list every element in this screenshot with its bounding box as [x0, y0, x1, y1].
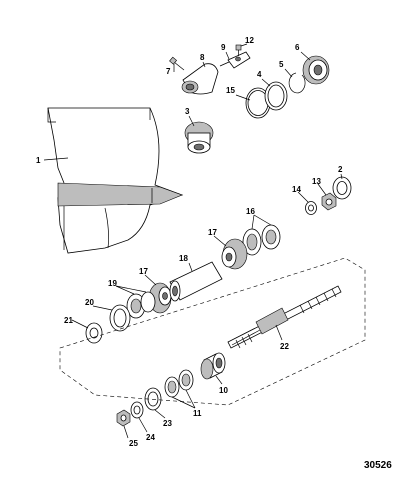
- callout-21: 21: [64, 316, 73, 325]
- callout-6: 6: [295, 43, 300, 52]
- callout-17-upper: 17: [208, 228, 217, 237]
- callout-12: 12: [245, 36, 254, 45]
- part-17-gear-upper: [221, 238, 248, 270]
- callout-20: 20: [85, 298, 94, 307]
- callout-labels: 1 2 3 4 5 6 7 8 9 10 11 12 13 14 15 16 1…: [36, 36, 343, 448]
- part-18-spacer: [169, 261, 223, 302]
- part-13-nut: [321, 192, 337, 211]
- part-14-washer: [305, 201, 317, 215]
- figure-number: 30526: [364, 460, 392, 471]
- gear-housing: [47, 107, 184, 254]
- part-22-prop-shaft: [227, 285, 342, 349]
- callout-16: 16: [246, 207, 255, 216]
- callout-5: 5: [279, 60, 284, 69]
- part-12-screw: [235, 44, 242, 56]
- callout-8: 8: [200, 53, 205, 62]
- part-8-shift-cam: [181, 63, 219, 95]
- assembly-group-outline: [59, 257, 366, 406]
- part-5-snap-ring: [288, 72, 306, 94]
- part-9-plate: [219, 51, 251, 69]
- callout-11: 11: [193, 409, 202, 418]
- part-24-washer: [130, 401, 144, 419]
- callout-18: 18: [179, 254, 188, 263]
- part-11-bearing: [164, 369, 194, 398]
- callout-3: 3: [185, 107, 190, 116]
- callout-23: 23: [163, 419, 172, 428]
- part-23-ring: [144, 387, 162, 411]
- callout-22: 22: [280, 342, 289, 351]
- part-10-bearing: [200, 352, 226, 380]
- callout-14: 14: [292, 185, 301, 194]
- callout-10: 10: [219, 386, 228, 395]
- callout-15: 15: [226, 86, 235, 95]
- callout-7: 7: [166, 67, 171, 76]
- callout-1: 1: [36, 156, 41, 165]
- leader-lines: [43, 43, 343, 439]
- callout-2: 2: [338, 165, 343, 174]
- part-2-ring: [332, 176, 352, 200]
- part-20-race: [109, 304, 131, 332]
- callout-9: 9: [221, 43, 226, 52]
- callout-17-lower: 17: [139, 267, 148, 276]
- part-6-nut: [302, 55, 330, 85]
- part-15-ring: [245, 87, 271, 119]
- part-19-bearing: [126, 291, 156, 319]
- part-3-carrier: [184, 121, 214, 154]
- part-7-screw: [169, 56, 185, 71]
- part-21-washer: [85, 322, 103, 344]
- callout-25: 25: [129, 439, 138, 448]
- callout-24: 24: [146, 433, 155, 442]
- part-25-nut: [116, 409, 131, 427]
- callout-13: 13: [312, 177, 321, 186]
- part-4-ring: [264, 81, 288, 111]
- callout-4: 4: [257, 70, 262, 79]
- part-16-bearing: [242, 224, 281, 256]
- callout-19: 19: [108, 279, 117, 288]
